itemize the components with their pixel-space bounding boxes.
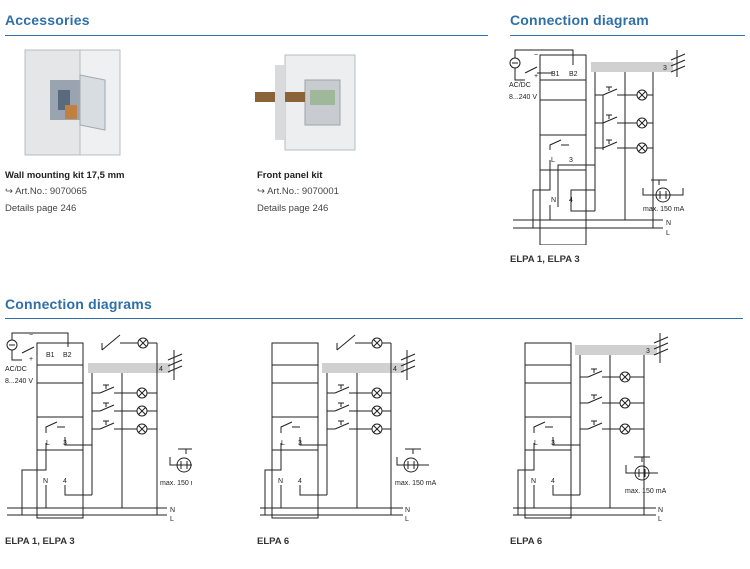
max-current-label: max. 150 mA [643,206,685,213]
terminal-b1-label: B1 [46,352,55,359]
terminal-l-label: L [551,157,555,164]
line-l-label: L [658,516,662,523]
terminal-n-label: N [531,478,536,485]
terminal-b2-label: B2 [63,352,72,359]
front-panel-kit-image [255,54,356,151]
connection-diagram-rule [510,35,745,36]
terminal-n-label: N [43,478,48,485]
connection-diagrams-rule [5,318,743,319]
bus-number-label: 3 [646,348,650,355]
wall-mounting-kit-image [24,49,121,156]
line-l-label: L [170,516,174,523]
accessories-heading: Accessories [5,12,90,28]
bus-number-label: 4 [159,366,163,373]
wall-mounting-kit-title: Wall mounting kit 17,5 mm [5,170,125,181]
source-minus-label: − [534,52,538,59]
source-acdc-label: AC/DC [509,82,531,89]
terminal-l-label: L [281,440,285,447]
source-plus-label: + [534,73,538,80]
line-n-label: N [405,507,410,514]
terminal-3-label: 3 [569,157,573,164]
terminal-b1-label: B1 [551,71,560,78]
connection-diagrams-caption-1: ELPA 1, ELPA 3 [5,536,75,547]
max-current-label: max. 150 mA [395,480,437,487]
terminal-l-label: L [46,440,50,447]
max-current-label: max. 150 mA [625,488,667,495]
accessories-rule [5,35,488,36]
front-panel-kit-title: Front panel kit [257,170,323,181]
connection-diagrams-caption-2: ELPA 6 [257,536,290,547]
wiring-diagram-elpa6-b: L 3 N 4 3 max. 150 mA N L [513,333,669,523]
terminal-n-label: N [551,197,556,204]
line-n-label: N [666,220,671,227]
terminal-l-label: L [534,440,538,447]
line-n-label: N [658,507,663,514]
max-current-label: max. 150 mA [160,480,192,487]
terminal-3-label: 3 [551,440,555,447]
connection-diagrams-caption-3: ELPA 6 [510,536,543,547]
source-minus-label: − [29,332,33,339]
source-voltage-label: 8...240 V [509,94,537,101]
terminal-n-label: N [278,478,283,485]
terminal-4-label: 4 [63,478,67,485]
terminal-3-label: 3 [298,440,302,447]
connection-diagram-caption: ELPA 1, ELPA 3 [510,254,580,265]
wiring-diagram-elpa1-elpa3-top: B1 B2 AC/DC 8...240 V − + L 3 N 4 3 max.… [509,49,686,245]
wall-mounting-kit-details: Details page 246 [5,203,77,214]
terminal-4-label: 4 [551,478,555,485]
wiring-diagram-elpa1-elpa3: B1 B2 AC/DC 8...240 V − + L 3 N 4 4 max.… [5,332,192,523]
line-l-label: L [666,230,670,237]
connection-diagram-heading: Connection diagram [510,12,649,28]
connection-diagrams-heading: Connection diagrams [5,296,152,312]
terminal-b2-label: B2 [569,71,578,78]
terminal-4-label: 4 [298,478,302,485]
source-acdc-label: AC/DC [5,366,27,373]
line-n-label: N [170,507,175,514]
front-panel-kit-artno: ↪ Art.No.: 9070001 [257,186,339,197]
front-panel-kit-details: Details page 246 [257,203,329,214]
wall-mounting-kit-artno: ↪ Art.No.: 9070065 [5,186,87,197]
terminal-4-label: 4 [569,197,573,204]
source-plus-label: + [29,356,33,363]
bus-number-label: 3 [663,65,667,72]
source-voltage-label: 8...240 V [5,378,33,385]
terminal-3-label: 3 [63,440,67,447]
bus-number-label: 4 [393,366,397,373]
line-l-label: L [405,516,409,523]
wiring-diagram-elpa6-a: L 3 N 4 4 max. 150 mA N L [260,334,437,523]
